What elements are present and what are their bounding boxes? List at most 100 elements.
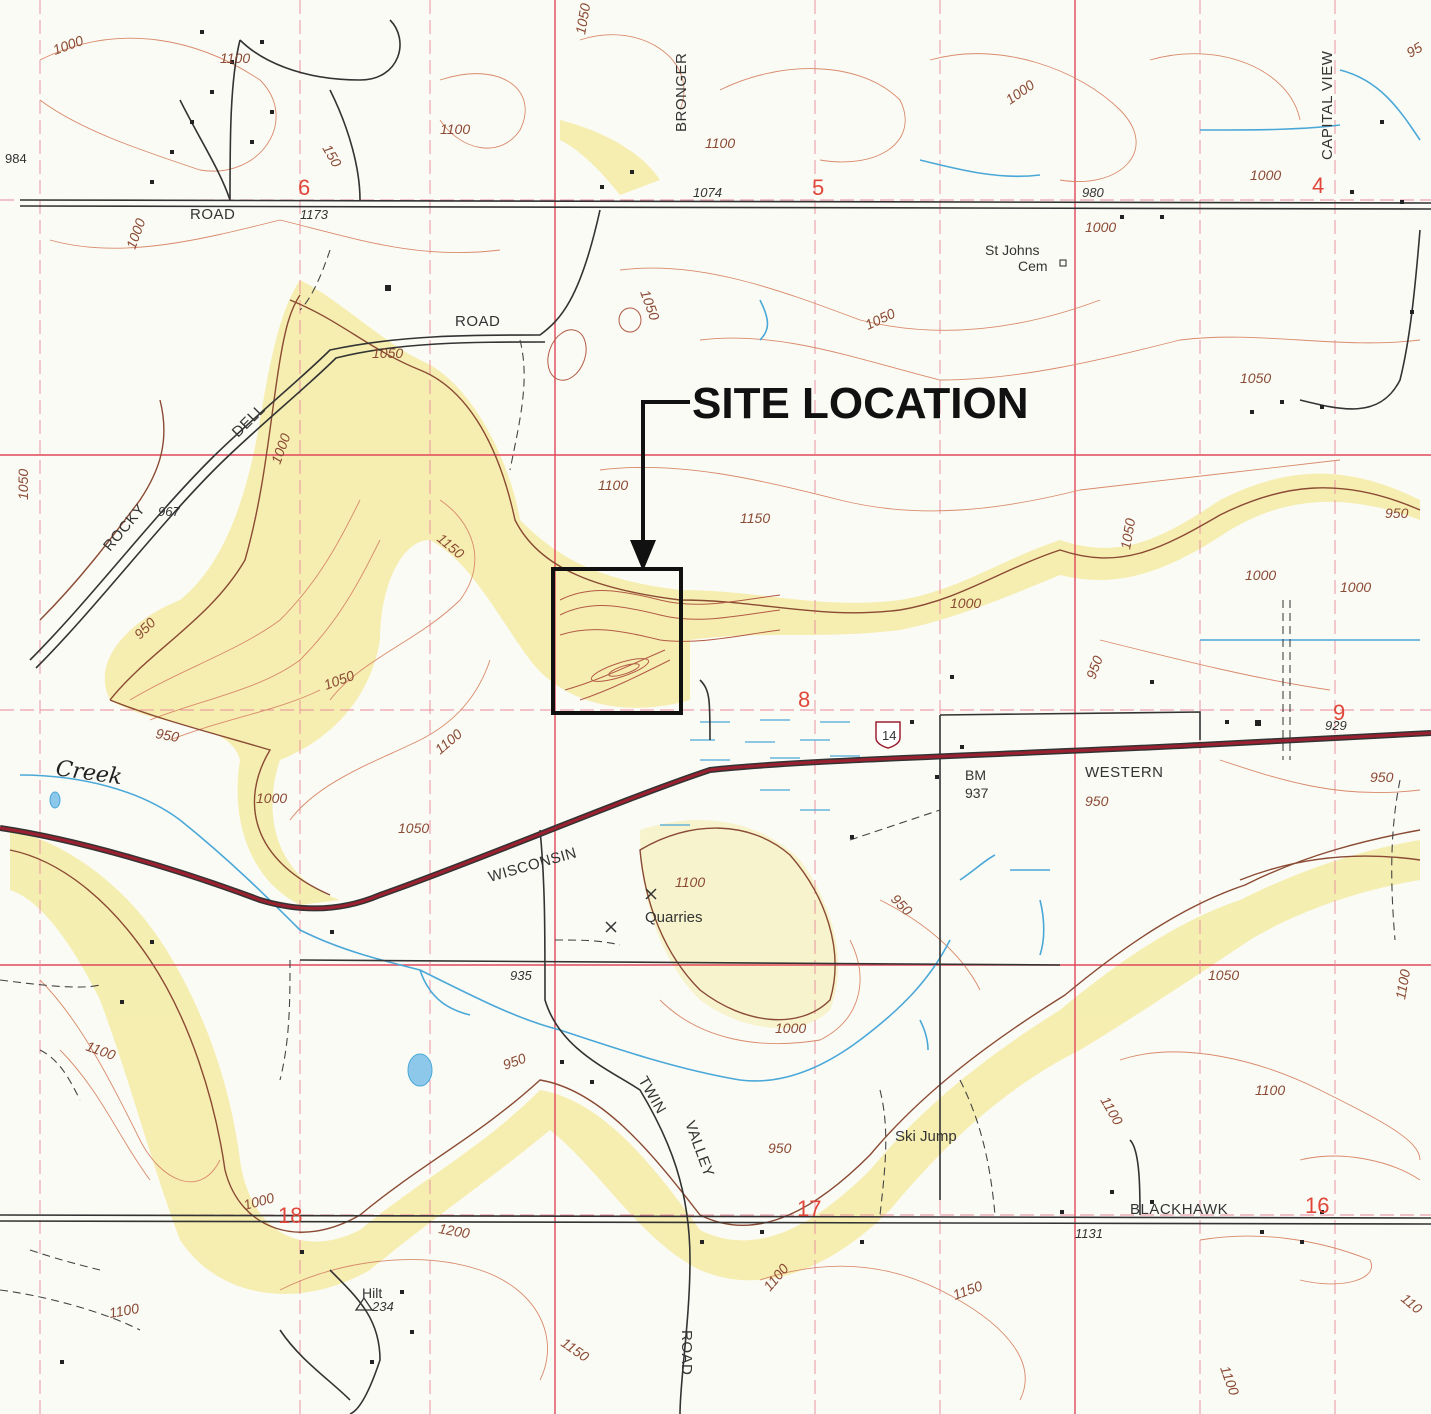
cemetery-label-2: Cem	[1018, 258, 1048, 274]
western-highway-label: WESTERN	[1085, 764, 1164, 781]
contour-label: 1000	[1085, 219, 1116, 235]
contour-label: 1100	[598, 477, 628, 493]
contour-label: 950	[1370, 769, 1394, 785]
contours	[39, 34, 1421, 1401]
roads	[0, 19, 1431, 1414]
benchmark-elevation: 937	[965, 785, 989, 801]
spot-elevation-1173: 1173	[300, 207, 329, 222]
contour-label: 1150	[740, 510, 770, 526]
section-number: 9	[1333, 700, 1345, 725]
index-contours	[9, 294, 1421, 1233]
quarry-symbol	[605, 888, 657, 933]
blackhawk-road-label: BLACKHAWK	[1130, 1201, 1228, 1218]
contour-label: 1000	[123, 216, 149, 251]
hill-triangle	[354, 1296, 374, 1311]
spot-elevation-1131: 1131	[1075, 1226, 1103, 1241]
contour-label: 1150	[951, 1277, 985, 1302]
site-location-label: SITE LOCATION	[692, 379, 1029, 428]
road-label-mid: ROAD	[455, 313, 500, 330]
road-label-top: ROAD	[190, 206, 235, 223]
quarries-label: Quarries	[645, 909, 703, 926]
contour-label: 95	[1404, 39, 1426, 61]
contour-label: 1100	[1392, 968, 1413, 1001]
spot-elevation-984: 984	[5, 151, 27, 166]
contour-label: 950	[1385, 505, 1409, 521]
contour-label: 1000	[1340, 579, 1371, 595]
contour-label: 1000	[1245, 567, 1276, 583]
trails	[0, 249, 1401, 1331]
section-number: 17	[797, 1196, 821, 1221]
twin-road-label: TWIN	[635, 1074, 670, 1117]
contour-label: 1200	[437, 1220, 471, 1241]
capital-view-road-label: CAPITAL VIEW	[1319, 50, 1336, 160]
road-label-bottom: ROAD	[678, 1330, 695, 1375]
ponds	[49, 791, 433, 1087]
spot-elevation-935: 935	[510, 968, 532, 983]
hill-label: Hilt	[362, 1285, 382, 1301]
contour-label: 1050	[398, 820, 429, 836]
contour-label: 1100	[1217, 1364, 1242, 1398]
contour-label: 950	[1085, 793, 1109, 809]
ski-jump-label: Ski Jump	[895, 1128, 957, 1145]
section-number: 6	[298, 175, 310, 200]
contour-label: 1100	[705, 135, 735, 151]
contour-label: 1100	[84, 1038, 118, 1063]
contour-label: 1050	[1240, 370, 1271, 386]
valley-road-label: VALLEY	[681, 1119, 717, 1180]
water	[19, 69, 1421, 1082]
contour-label: 950	[154, 725, 180, 745]
marsh	[660, 719, 860, 826]
section-number: 16	[1305, 1193, 1329, 1218]
contour-label: 1100	[108, 1300, 141, 1321]
rocky-road-label: ROCKY	[100, 501, 149, 555]
highway-shield	[875, 721, 901, 749]
contour-label: 1000	[775, 1020, 806, 1036]
contour-label: 1000	[256, 790, 287, 806]
section-number: 18	[278, 1203, 302, 1228]
spot-elevation-1074: 1074	[693, 185, 722, 200]
site-ridge-contours	[547, 307, 781, 701]
spot-elevation-980: 980	[1082, 185, 1104, 200]
callout-arrow	[630, 400, 690, 572]
contour-label: 1100	[220, 50, 250, 66]
contour-label: 1000	[1003, 76, 1038, 107]
benchmark-label: BM	[965, 767, 986, 783]
section-numbers: 4 5 6 8 9 16 17 18	[278, 173, 1345, 1228]
slope-shading	[10, 120, 1421, 1294]
contour-label: 1150	[558, 1334, 592, 1364]
buildings	[60, 30, 1414, 1364]
spot-elevation-929: 929	[1325, 718, 1347, 733]
contour-label: 1050	[15, 469, 31, 500]
contour-label: 1000	[51, 32, 86, 58]
hill-elevation: 234	[371, 1299, 394, 1314]
contour-label: 950	[768, 1140, 792, 1156]
contour-label: 950	[888, 891, 916, 919]
contour-label: 1100	[1255, 1082, 1285, 1098]
contour-label: 1050	[372, 345, 403, 361]
contour-label: 950	[501, 1050, 529, 1073]
contour-label: 1050	[1117, 517, 1138, 551]
contour-label: 1050	[572, 2, 593, 36]
contour-label: 110	[1398, 1290, 1426, 1317]
contour-label: 1100	[440, 121, 470, 137]
contour-label: 1050	[863, 305, 898, 333]
section-number: 8	[798, 687, 810, 712]
contour-label: 1000	[950, 595, 981, 611]
contour-label: 1000	[1250, 167, 1281, 183]
contour-label: 150	[319, 142, 345, 170]
contour-label: 1100	[675, 874, 705, 890]
highway-shield-number: 14	[882, 728, 896, 743]
site-location-box	[551, 567, 683, 715]
section-number: 5	[812, 175, 824, 200]
contour-label: 950	[1083, 653, 1106, 681]
highway-14	[0, 730, 1431, 912]
contour-label: 1050	[1208, 967, 1239, 983]
spot-elevation-967: 967	[158, 504, 180, 519]
creek-label: Creek	[54, 756, 124, 790]
contour-label: 1000	[242, 1189, 276, 1213]
section-number: 4	[1312, 173, 1324, 198]
cemetery-label-1: St Johns	[985, 242, 1039, 258]
